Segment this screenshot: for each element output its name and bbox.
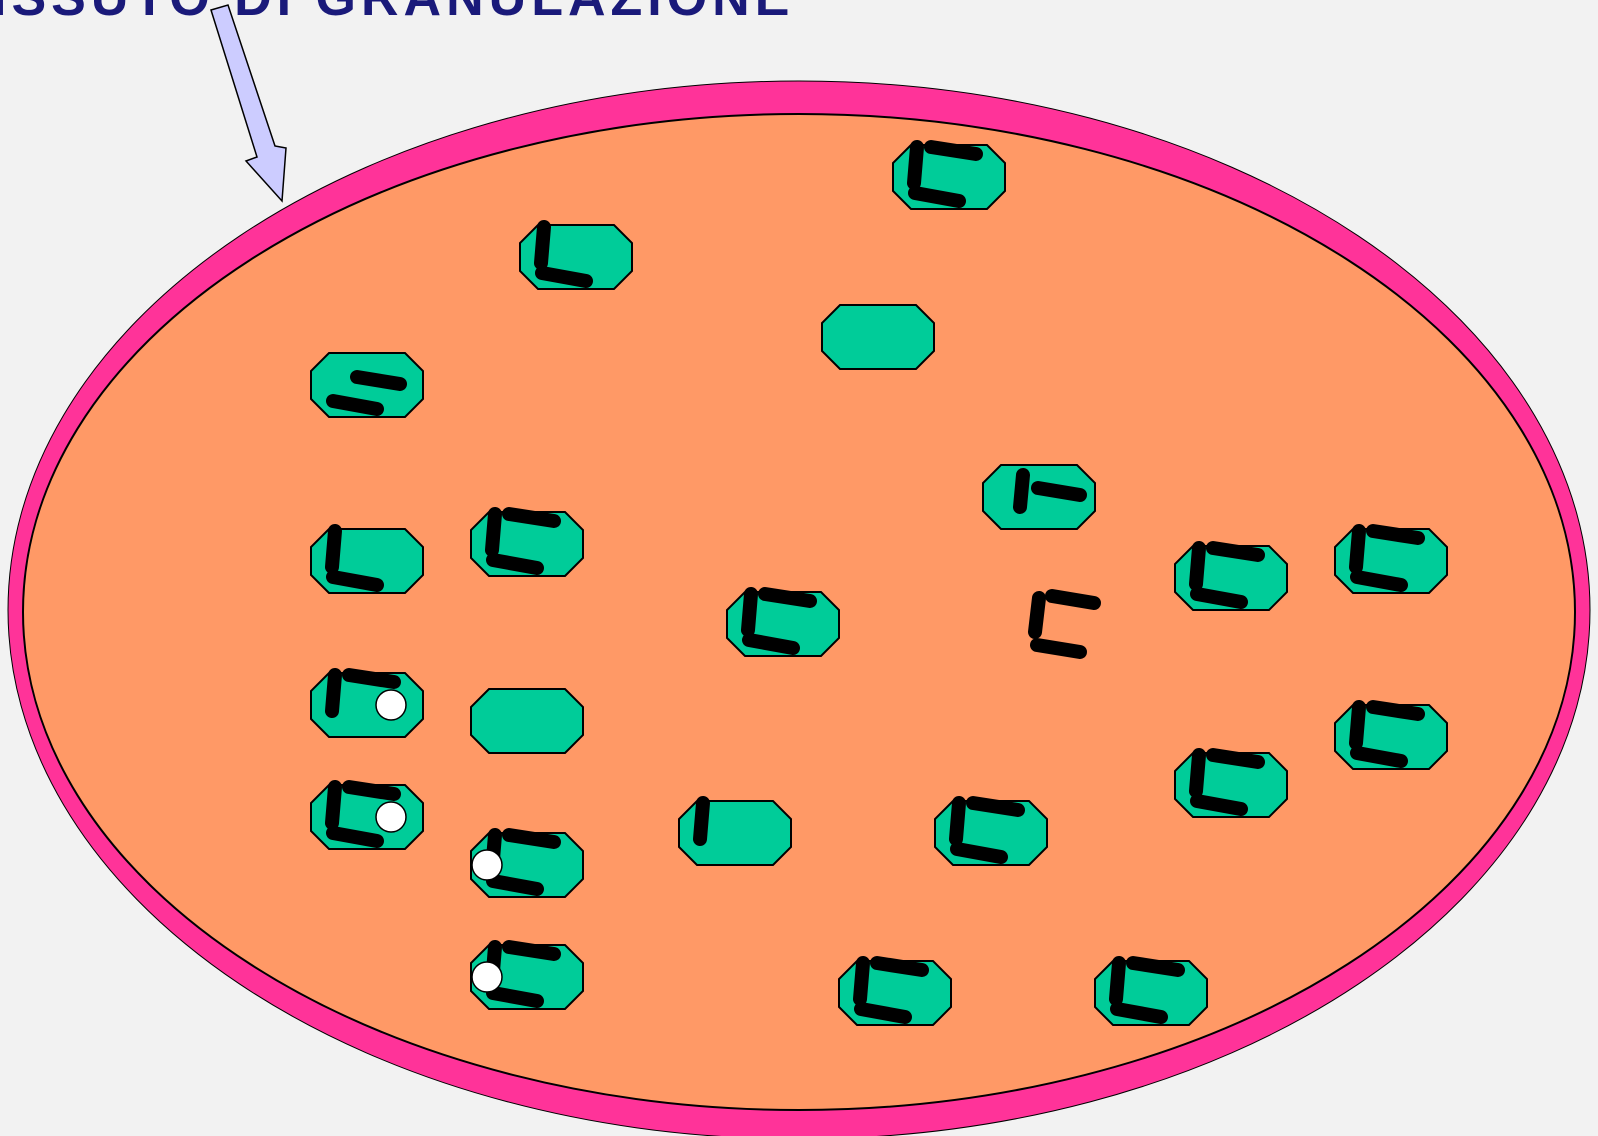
chromatin-stroke xyxy=(1038,488,1080,495)
chromatin-stroke xyxy=(1197,801,1241,809)
chromatin-stroke xyxy=(1196,755,1199,791)
chromatin-stroke xyxy=(749,640,793,648)
chromatin-stroke xyxy=(349,675,394,682)
vacuole xyxy=(376,802,406,832)
chromatin-stroke xyxy=(1357,577,1401,585)
chromatin-stroke xyxy=(1373,531,1418,538)
vacuole xyxy=(472,962,502,992)
chromatin-stroke xyxy=(860,963,863,999)
chromatin-stroke xyxy=(1357,753,1401,761)
chromatin-stroke xyxy=(493,560,537,568)
chromatin-stroke xyxy=(914,147,917,183)
chromatin-stroke xyxy=(1356,531,1359,567)
chromatin-stroke xyxy=(1035,598,1039,632)
vacuole xyxy=(472,850,502,880)
chromatin-stroke xyxy=(509,514,554,521)
chromatin-stroke xyxy=(1373,707,1418,714)
chromatin-stroke xyxy=(509,947,554,954)
chromatin-stroke xyxy=(765,594,810,601)
chromatin-stroke xyxy=(915,193,959,201)
chromatin-stroke xyxy=(1196,548,1199,584)
chromatin-stroke xyxy=(541,227,544,263)
chromatin-stroke xyxy=(957,849,1001,857)
chromatin-stroke xyxy=(1133,963,1178,970)
chromatin-stroke xyxy=(1020,475,1023,507)
chromatin-stroke xyxy=(748,594,751,630)
chromatin-stroke xyxy=(542,273,586,281)
chromatin-stroke xyxy=(493,993,537,1001)
granule xyxy=(822,305,934,369)
chromatin-stroke xyxy=(349,787,394,794)
chromatin-stroke xyxy=(700,803,703,839)
chromatin-stroke xyxy=(492,514,495,550)
chromatin-stroke xyxy=(1116,963,1119,999)
chromatin-stroke xyxy=(956,803,959,839)
vacuole xyxy=(376,690,406,720)
chromatin-stroke xyxy=(1197,594,1241,602)
chromatin-stroke xyxy=(509,835,554,842)
chromatin-stroke xyxy=(1037,645,1080,652)
chromatin-stroke xyxy=(931,147,976,154)
chromatin-stroke xyxy=(357,377,400,384)
chromatin-stroke xyxy=(1052,596,1094,603)
chromatin-stroke xyxy=(1356,707,1359,743)
chromatin-stroke xyxy=(333,577,377,585)
chromatin-stroke xyxy=(877,963,922,970)
chromatin-stroke xyxy=(1213,755,1258,762)
granule xyxy=(471,689,583,753)
chromatin-stroke xyxy=(333,401,377,409)
pointer-arrow xyxy=(211,5,286,201)
chromatin-stroke xyxy=(861,1009,905,1017)
chromatin-stroke xyxy=(973,803,1018,810)
chromatin-stroke xyxy=(333,833,377,841)
chromatin-stroke xyxy=(493,881,537,889)
chromatin-stroke xyxy=(332,675,335,711)
chromatin-stroke xyxy=(332,787,335,823)
chromatin-stroke xyxy=(332,531,335,567)
chromatin-stroke xyxy=(1117,1009,1161,1017)
chromatin-stroke xyxy=(1213,548,1258,555)
